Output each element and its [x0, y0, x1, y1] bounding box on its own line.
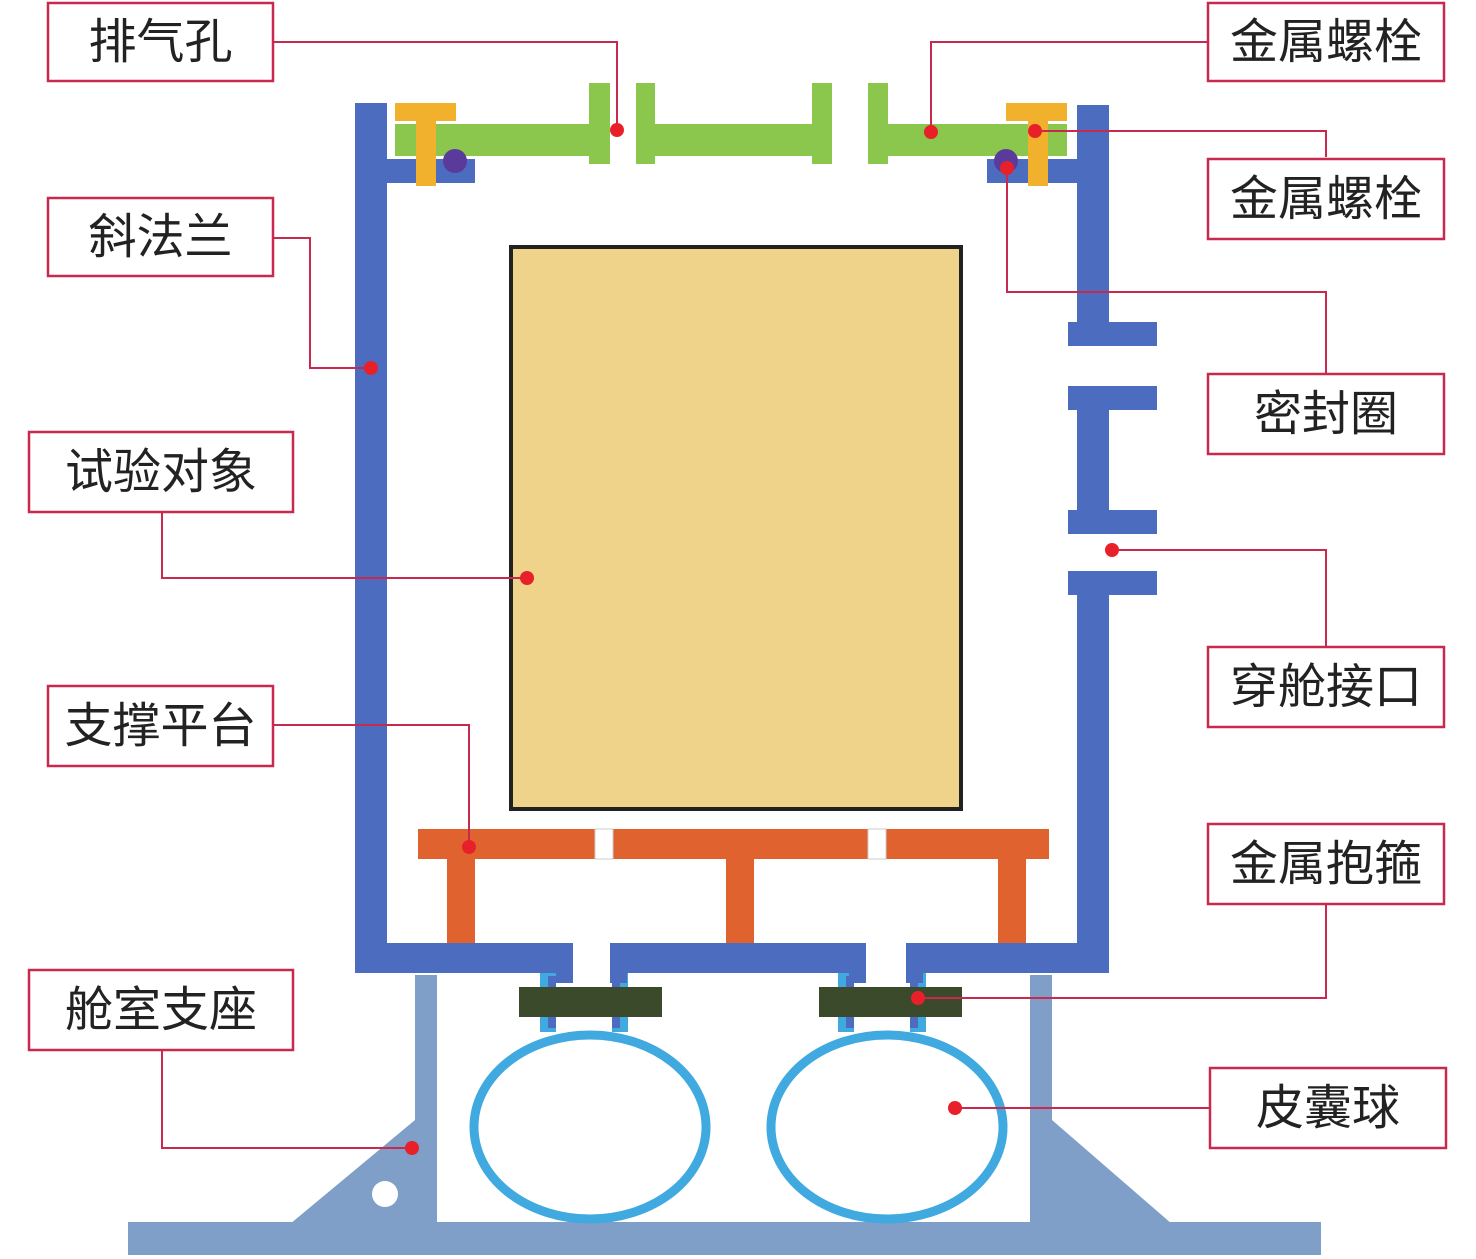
chamber	[355, 103, 1157, 983]
label-text: 穿舱接口	[1230, 659, 1422, 715]
callout-line-inclined-flange	[273, 237, 371, 369]
label-text: 金属抱箍	[1230, 836, 1422, 892]
callout-dot	[1028, 124, 1042, 138]
airbag-ball-right	[766, 1030, 1008, 1224]
chamber-right-wall-lower	[1077, 571, 1109, 973]
callout-dot	[610, 123, 624, 137]
label-feedthrough: 穿舱接口	[1206, 645, 1446, 729]
callout-line-metal-bolt-right	[1035, 130, 1327, 157]
label-text: 支撑平台	[64, 698, 256, 754]
label-inclined-flange: 斜法兰	[46, 196, 275, 278]
support-hole	[372, 1181, 398, 1207]
callout-dot	[948, 1101, 962, 1115]
bolt-shank	[416, 103, 436, 186]
platform-gap	[594, 828, 614, 860]
chamber-right-wall-upper	[1077, 105, 1109, 335]
callout-dot	[1105, 543, 1119, 557]
bolts	[395, 103, 1067, 186]
seal-ring-left	[443, 149, 467, 173]
label-text: 金属螺栓	[1230, 171, 1422, 227]
label-metal-bolt-right: 金属螺栓	[1206, 157, 1446, 241]
callout-dot	[924, 125, 938, 139]
label-seal-ring: 密封圈	[1206, 372, 1446, 456]
callout-line-support-platform	[273, 724, 470, 847]
callout-dot	[1000, 161, 1014, 175]
metal-clamp-left	[519, 987, 662, 1017]
callout-lines	[161, 41, 1327, 1149]
chamber-bottom-middle	[610, 943, 866, 973]
lid	[395, 83, 1067, 164]
chamber-left-wall	[355, 103, 387, 973]
label-text: 试验对象	[65, 444, 257, 500]
left-support-bracket	[290, 975, 437, 1224]
port-flange	[1068, 322, 1157, 346]
label-vent-hole: 排气孔	[46, 1, 275, 83]
callout-dot	[364, 361, 378, 375]
label-support-platform: 支撑平台	[46, 684, 275, 768]
chamber-bottom-left-neck	[556, 943, 573, 983]
callout-dot	[405, 1141, 419, 1155]
label-text: 舱室支座	[65, 982, 257, 1038]
callout-line-cabin-support	[161, 1050, 412, 1149]
chamber-right-wall-middle	[1077, 386, 1109, 534]
callout-dot	[520, 571, 534, 585]
label-text: 密封圈	[1254, 386, 1398, 442]
callout-dots	[364, 123, 1119, 1155]
platform-top	[418, 829, 1049, 859]
label-metal-bolt-top: 金属螺栓	[1206, 1, 1446, 83]
platform-leg	[726, 859, 754, 943]
callout-line-seal-ring	[1006, 168, 1327, 374]
chamber-bottom-middle-neck	[849, 943, 866, 983]
test-object	[509, 245, 963, 811]
label-cabin-support: 舱室支座	[27, 968, 295, 1052]
chamber-bottom-right	[906, 943, 1109, 973]
platform-leg	[998, 859, 1026, 943]
base-plate	[128, 1222, 1321, 1255]
label-text: 斜法兰	[88, 209, 232, 265]
callout-line-metal-bolt-top	[930, 41, 1208, 132]
label-test-object: 试验对象	[27, 430, 295, 514]
port-flange	[1068, 510, 1157, 534]
platform-gap	[867, 828, 887, 860]
label-text: 金属螺栓	[1230, 14, 1422, 70]
platform-leg	[447, 859, 475, 943]
label-boxes: 排气孔 金属螺栓 金属螺栓 斜法兰 密封圈 试验对象 穿舱接口 支撑平台	[27, 1, 1448, 1150]
right-support-bracket	[1030, 975, 1172, 1224]
lid-middle-plate	[636, 124, 832, 156]
callout-line-vent-hole	[273, 41, 618, 130]
callout-line-metal-clamp	[918, 904, 1327, 999]
label-metal-clamp: 金属抱箍	[1206, 822, 1446, 906]
label-text: 排气孔	[88, 14, 232, 70]
callout-dot	[911, 991, 925, 1005]
bolt-shank	[1028, 103, 1048, 186]
support-platform	[418, 828, 1049, 943]
callout-line-test-object	[161, 512, 527, 579]
callout-dot	[462, 840, 476, 854]
metal-clamps	[519, 987, 962, 1017]
chamber-bottom-middle-neck	[610, 943, 627, 983]
cabin-support	[128, 975, 1321, 1255]
callout-line-feedthrough	[1112, 549, 1327, 647]
vent-lip	[812, 83, 832, 164]
vent-lip	[589, 83, 610, 164]
label-airbag-ball: 皮囊球	[1208, 1066, 1448, 1150]
chamber-bottom-left	[355, 943, 573, 973]
metal-clamp-right	[819, 987, 962, 1017]
airbag-ball-left	[469, 1030, 711, 1224]
label-text: 皮囊球	[1256, 1080, 1400, 1136]
chamber-bottom-right-neck	[906, 943, 923, 983]
